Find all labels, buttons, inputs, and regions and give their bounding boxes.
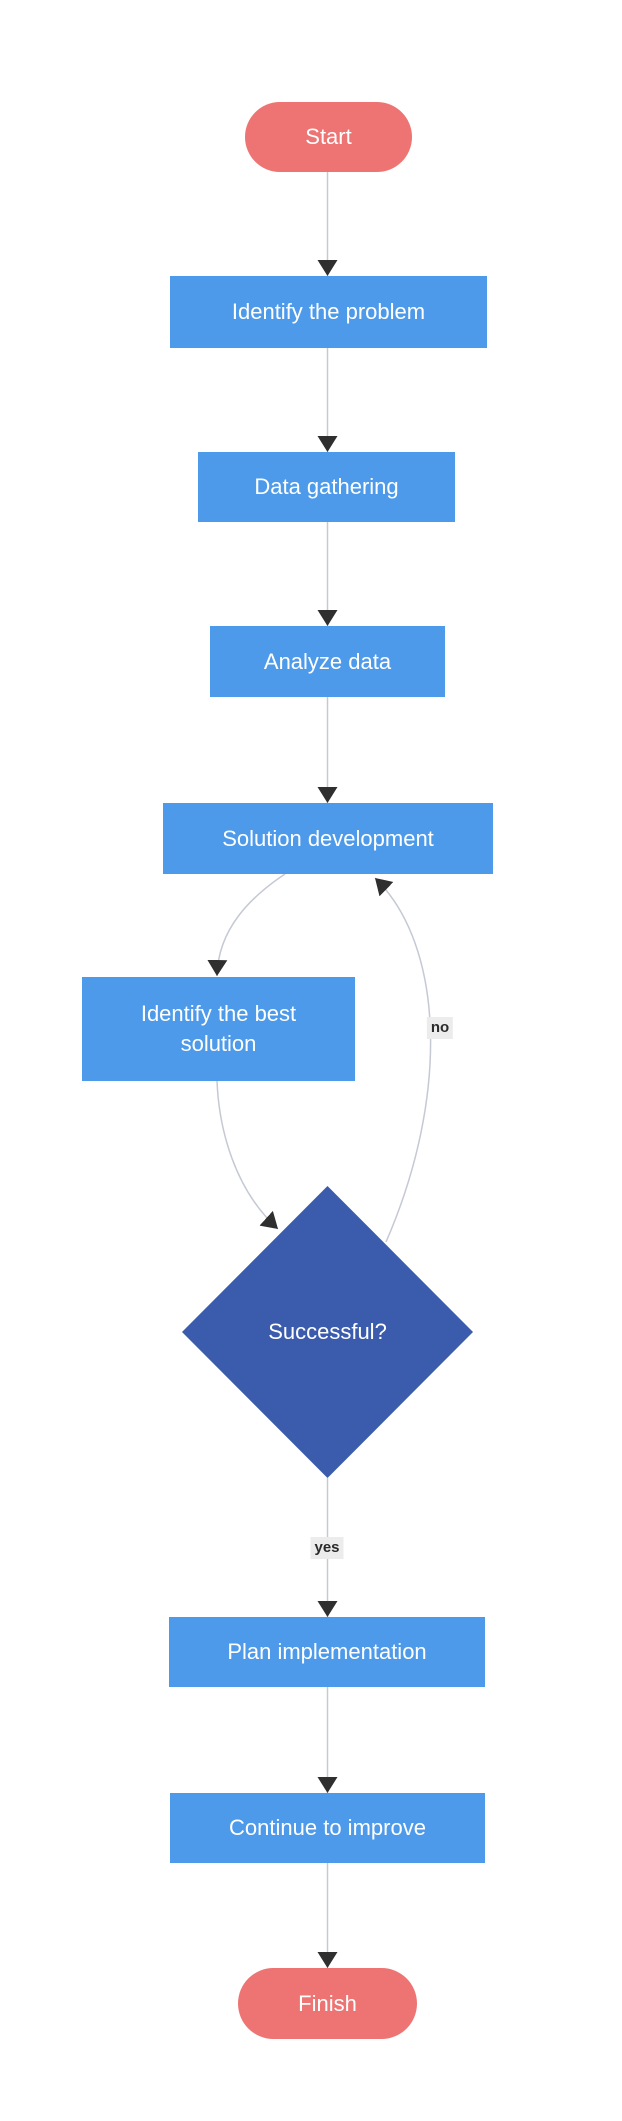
node-analyze-data-label: Analyze data	[263, 648, 392, 674]
node-continue-to-improve[interactable]: Continue to improve	[170, 1793, 485, 1863]
edge-identify-best-to-successful	[216, 1080, 279, 1230]
node-plan-implementation-label: Plan implementation	[227, 1639, 427, 1665]
edge-label-yes: yes	[310, 1537, 344, 1559]
node-solution-development[interactable]: Solution development	[163, 803, 493, 874]
node-identify-the-problem-label: Identify the problem	[231, 299, 426, 325]
node-data-gathering[interactable]: Data gathering	[198, 452, 455, 522]
node-successful-diamond[interactable]	[182, 1186, 473, 1478]
node-continue-to-improve-label: Continue to improve	[229, 1815, 426, 1841]
node-solution-development-label: Solution development	[222, 825, 434, 851]
node-data-gathering-label: Data gathering	[254, 474, 399, 500]
node-start-label: Start	[305, 124, 352, 150]
edge-successful-no-to-solution-development	[374, 877, 432, 1243]
edge-solution-development-to-identify-best	[207, 873, 286, 977]
node-finish-label: Finish	[298, 1990, 357, 2016]
node-identify-the-best-solution-label: Identify the best solution	[140, 1001, 297, 1056]
node-finish[interactable]: Finish	[238, 1968, 417, 2039]
node-plan-implementation[interactable]: Plan implementation	[169, 1617, 485, 1687]
node-start[interactable]: Start	[245, 102, 412, 172]
node-analyze-data[interactable]: Analyze data	[210, 626, 445, 697]
edge-label-no: no	[426, 1017, 454, 1039]
node-identify-the-best-solution[interactable]: Identify the best solution	[82, 977, 355, 1081]
node-identify-the-problem[interactable]: Identify the problem	[170, 276, 487, 348]
